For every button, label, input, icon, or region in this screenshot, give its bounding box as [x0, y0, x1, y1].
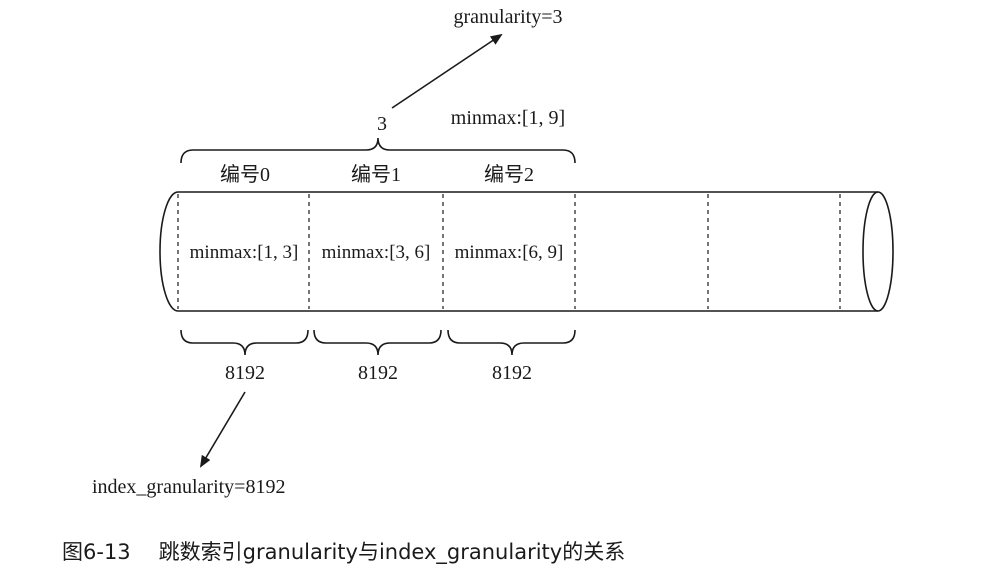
top-group-brace — [180, 137, 576, 164]
bottom-brace-1 — [313, 329, 442, 356]
segment-dividers — [177, 194, 841, 309]
segment-minmax-1: minmax:[3, 6] — [322, 242, 431, 263]
granularity-label: granularity=3 — [453, 6, 562, 28]
segment-rows-2: 8192 — [492, 362, 532, 384]
figure-number: 图6-13 — [62, 540, 131, 564]
cylinder — [159, 191, 894, 312]
segment-header-2: 编号2 — [484, 163, 534, 186]
cylinder-left-cap — [159, 191, 179, 312]
segment-header-0: 编号0 — [220, 163, 270, 186]
segment-rows-1: 8192 — [358, 362, 398, 384]
granularity-arrow — [391, 33, 503, 109]
figure-caption-text: 跳数索引granularity与index_granularity的关系 — [158, 540, 626, 564]
index-granularity-arrow — [199, 391, 246, 468]
cylinder-right-cap — [862, 191, 894, 312]
group-count-label: 3 — [377, 113, 387, 135]
segment-minmax-0: minmax:[1, 3] — [190, 242, 299, 263]
bottom-brace-2 — [447, 329, 576, 356]
index-granularity-label: index_granularity=8192 — [92, 476, 285, 498]
segment-rows-0: 8192 — [225, 362, 265, 384]
segment-header-1: 编号1 — [351, 163, 401, 186]
group-minmax-label: minmax:[1, 9] — [451, 107, 565, 129]
segment-minmax-2: minmax:[6, 9] — [455, 242, 564, 263]
bottom-brace-0 — [180, 329, 309, 356]
figure-caption: 图6-13 跳数索引granularity与index_granularity的关… — [62, 536, 625, 566]
